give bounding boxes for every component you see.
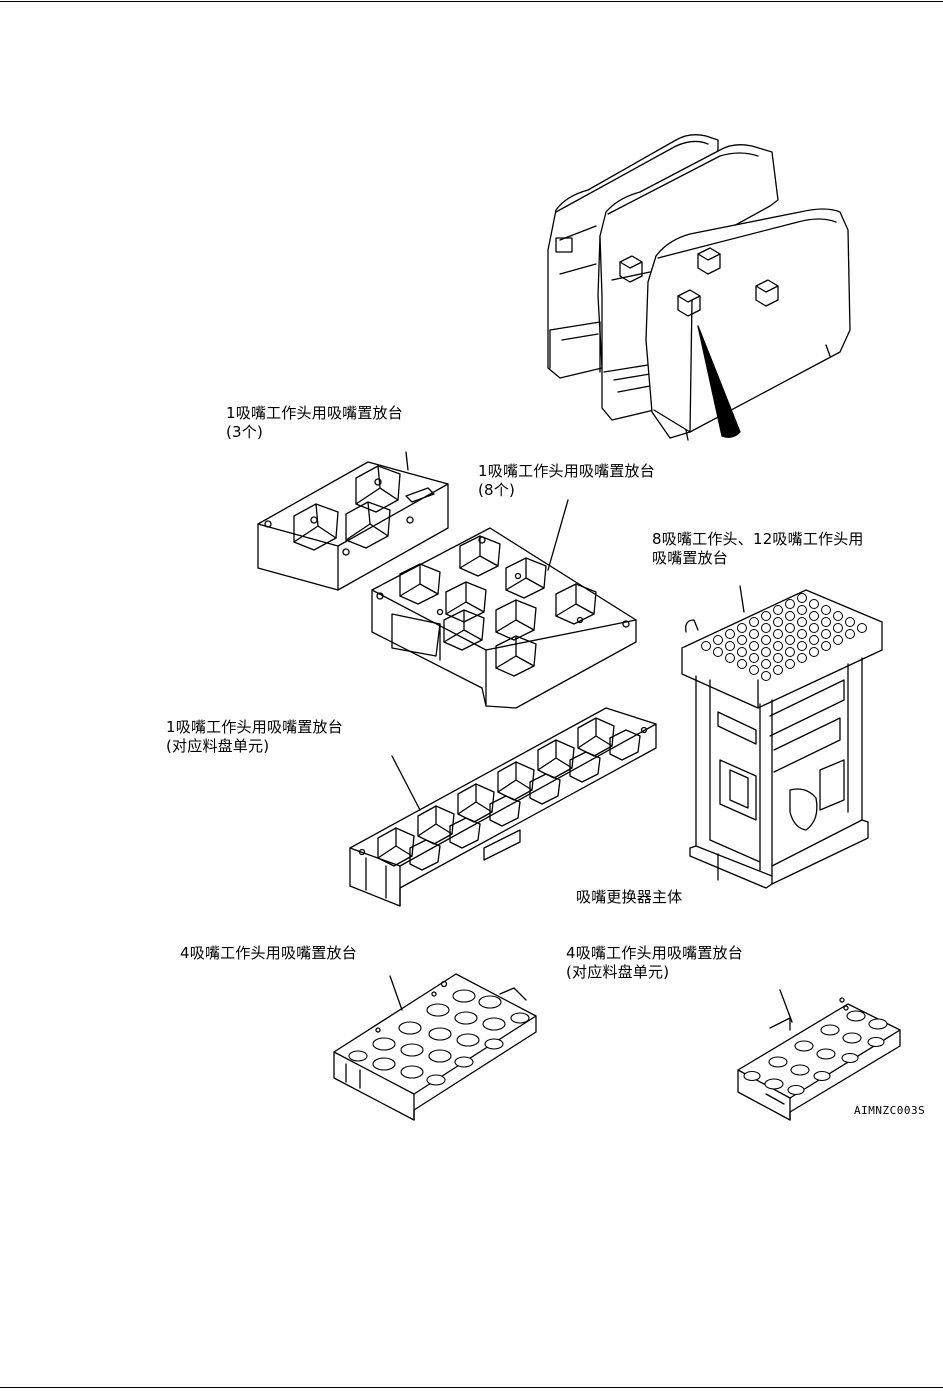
holder-1-nozzle-tray-illustration [350,708,656,906]
leader-holder-1n-3 [406,452,408,470]
label-holder-1n-tray-line1: 1吸嘴工作头用吸嘴置放台 [166,718,343,737]
label-holder-4n-tray: 4吸嘴工作头用吸嘴置放台 (对应料盘单元) [566,944,743,982]
figure-code: AIMNZC003S [854,1104,925,1117]
label-holder-8n-12n-line2: 吸嘴置放台 [652,549,864,568]
label-holder-8n-12n: 8吸嘴工作头、12吸嘴工作头用 吸嘴置放台 [652,530,864,568]
leader-holder-8n-12n [740,586,744,612]
holder-4-nozzle-illustration [334,974,536,1120]
label-holder-1n-8-line1: 1吸嘴工作头用吸嘴置放台 [478,462,655,481]
label-holder-1n-tray: 1吸嘴工作头用吸嘴置放台 (对应料盘单元) [166,718,343,756]
label-holder-1n-3-line1: 1吸嘴工作头用吸嘴置放台 [226,404,403,423]
leader-holder-1n-8 [548,500,568,570]
label-holder-8n-12n-line1: 8吸嘴工作头、12吸嘴工作头用 [652,530,864,549]
label-holder-1n-8: 1吸嘴工作头用吸嘴置放台 (8个) [478,462,655,500]
holder-1-nozzle-8pcs-illustration [372,528,636,708]
label-holder-4n: 4吸嘴工作头用吸嘴置放台 [180,944,357,963]
label-holder-4n-tray-line1: 4吸嘴工作头用吸嘴置放台 [566,944,743,963]
label-changer-body: 吸嘴更换器主体 [576,888,682,907]
leader-holder-4n-tray [780,990,792,1022]
label-changer-body-line1: 吸嘴更换器主体 [576,888,682,907]
mounting-machine-illustration [548,135,850,440]
label-holder-4n-tray-line2: (对应料盘单元) [566,963,743,982]
holder-4-nozzle-tray-illustration [738,998,900,1120]
label-holder-1n-8-line2: (8个) [478,481,655,500]
label-holder-1n-3: 1吸嘴工作头用吸嘴置放台 (3个) [226,404,403,442]
label-holder-4n-line1: 4吸嘴工作头用吸嘴置放台 [180,944,357,963]
leader-holder-4n [390,976,402,1010]
label-holder-1n-tray-line2: (对应料盘单元) [166,737,343,756]
leader-holder-1n-tray [392,756,420,810]
nozzle-changer-illustration [682,590,882,888]
label-holder-1n-3-line2: (3个) [226,423,403,442]
